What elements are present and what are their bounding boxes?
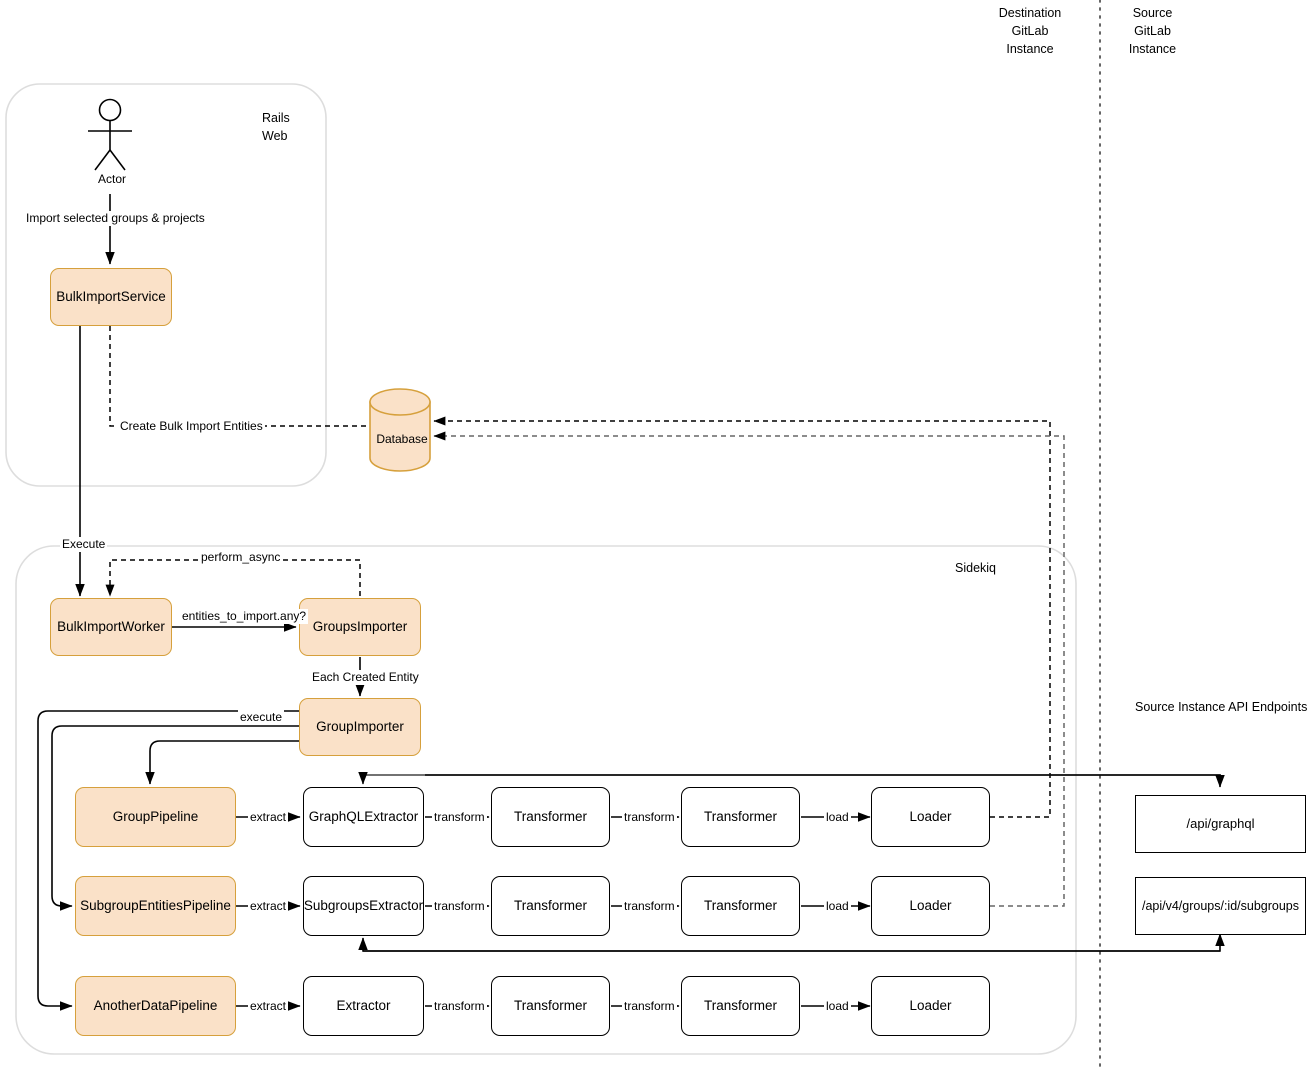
edge-label-import-selected: Import selected groups & projects [24,211,207,226]
edge-label-perform-async: perform_async [199,550,283,565]
edge-groupimporter-to-subgrouppipeline [51,725,300,911]
sidekiq-container [15,545,1077,1055]
node-group-pipeline[interactable]: GroupPipeline [75,787,236,847]
edge-label-r3-load: load [824,999,851,1014]
edge-label-r2-transform-a: transform [432,899,487,914]
edge-label-r1-load: load [824,810,851,825]
rails-line: Rails [262,111,290,125]
node-another-data-pipeline[interactable]: AnotherDataPipeline [75,976,236,1036]
node-transformer-r2-a[interactable]: Transformer [491,876,610,936]
node-group-importer[interactable]: GroupImporter [299,698,421,756]
zone-label-destination: Destination GitLab Instance [975,5,1085,58]
source-line-1: Source [1132,6,1173,20]
edge-graphqlextractor-to-apigraphql [425,774,1225,788]
edge-groupimporter-to-anotherpipeline [37,710,300,1011]
edge-label-each-created-entity: Each Created Entity [310,670,421,685]
actor-icon [88,98,132,171]
node-api-subgroups[interactable]: /api/v4/groups/:id/subgroups [1135,877,1306,935]
node-graphql-extractor[interactable]: GraphQLExtractor [303,787,424,847]
node-loader-r1[interactable]: Loader [871,787,990,847]
source-line-3: Instance [1128,41,1177,56]
edge-label-execute-pipeline: execute [238,710,285,725]
zone-label-source: Source GitLab Instance [1110,5,1195,58]
edge-apigraphql-to-graphqlextractor [358,771,1221,785]
node-groups-importer[interactable]: GroupsImporter [299,598,421,656]
destination-line-2: GitLab [1011,23,1049,38]
api-endpoints-title: Source Instance API Endpoints [1135,700,1308,714]
edge-label-entities-to-import: entities_to_import.any? [180,609,309,624]
destination-line-1: Destination [998,6,1062,20]
rails-web-container [5,83,327,487]
node-transformer-r3-a[interactable]: Transformer [491,976,610,1036]
node-bulk-import-service[interactable]: BulkImportService [50,268,172,326]
edge-label-r2-transform-b: transform [622,899,677,914]
node-extractor[interactable]: Extractor [303,976,424,1036]
node-loader-r2[interactable]: Loader [871,876,990,936]
edge-apisubgroups-to-subgroupsextractor [358,937,1220,952]
database-label: Database [376,432,428,446]
edge-label-r3-extract: extract [248,999,289,1014]
edge-perform-async [105,559,361,597]
edge-label-r2-extract: extract [248,899,289,914]
edge-label-r1-transform-a: transform [432,810,487,825]
edge-label-r1-transform-b: transform [622,810,677,825]
edge-subgroupsextractor-to-apisubgroups [363,933,1225,952]
node-bulk-import-worker[interactable]: BulkImportWorker [50,598,172,656]
edge-loader1-to-db [433,416,1051,818]
edge-label-r3-transform-b: transform [622,999,677,1014]
node-api-graphql[interactable]: /api/graphql [1135,795,1306,853]
edge-label-create-bulk-import-entities: Create Bulk Import Entities [118,419,265,434]
database-cylinder [369,388,431,472]
node-loader-r3[interactable]: Loader [871,976,990,1036]
node-transformer-r2-b[interactable]: Transformer [681,876,800,936]
edge-create-entities [105,314,421,431]
edge-loader2-to-db [433,431,1065,907]
node-transformer-r1-b[interactable]: Transformer [681,787,800,847]
node-transformer-r1-a[interactable]: Transformer [491,787,610,847]
edge-label-r1-extract: extract [248,810,289,825]
web-line: Web [262,128,288,143]
node-subgroups-extractor[interactable]: SubgroupsExtractor [303,876,424,936]
actor-label: Actor [97,172,126,186]
edge-label-execute: Execute [60,537,108,552]
destination-line-3: Instance [1006,41,1054,56]
node-subgroup-entities-pipeline[interactable]: SubgroupEntitiesPipeline [75,876,236,936]
edge-groupimporter-to-grouppipeline [145,740,300,785]
zone-label-sidekiq: Sidekiq [955,561,996,575]
source-line-2: GitLab [1134,23,1171,38]
edge-label-r2-load: load [824,899,851,914]
edge-label-r3-transform-a: transform [432,999,487,1014]
zone-label-rails-web: Rails Web [262,110,322,146]
node-transformer-r3-b[interactable]: Transformer [681,976,800,1036]
